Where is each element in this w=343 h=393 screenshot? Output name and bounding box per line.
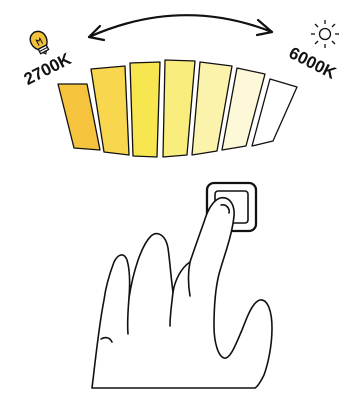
swatch-2700k — [58, 84, 100, 150]
swatch-3 — [130, 62, 160, 157]
sun-icon — [311, 20, 339, 48]
temperature-swatch-strip — [58, 60, 297, 157]
warm-bulb-icon — [27, 28, 53, 57]
cool-temperature-label: 6000K — [286, 43, 340, 83]
swatch-4 — [163, 60, 195, 157]
double-arrow-icon — [89, 15, 272, 40]
warm-temperature-label: 2700K — [21, 49, 75, 89]
